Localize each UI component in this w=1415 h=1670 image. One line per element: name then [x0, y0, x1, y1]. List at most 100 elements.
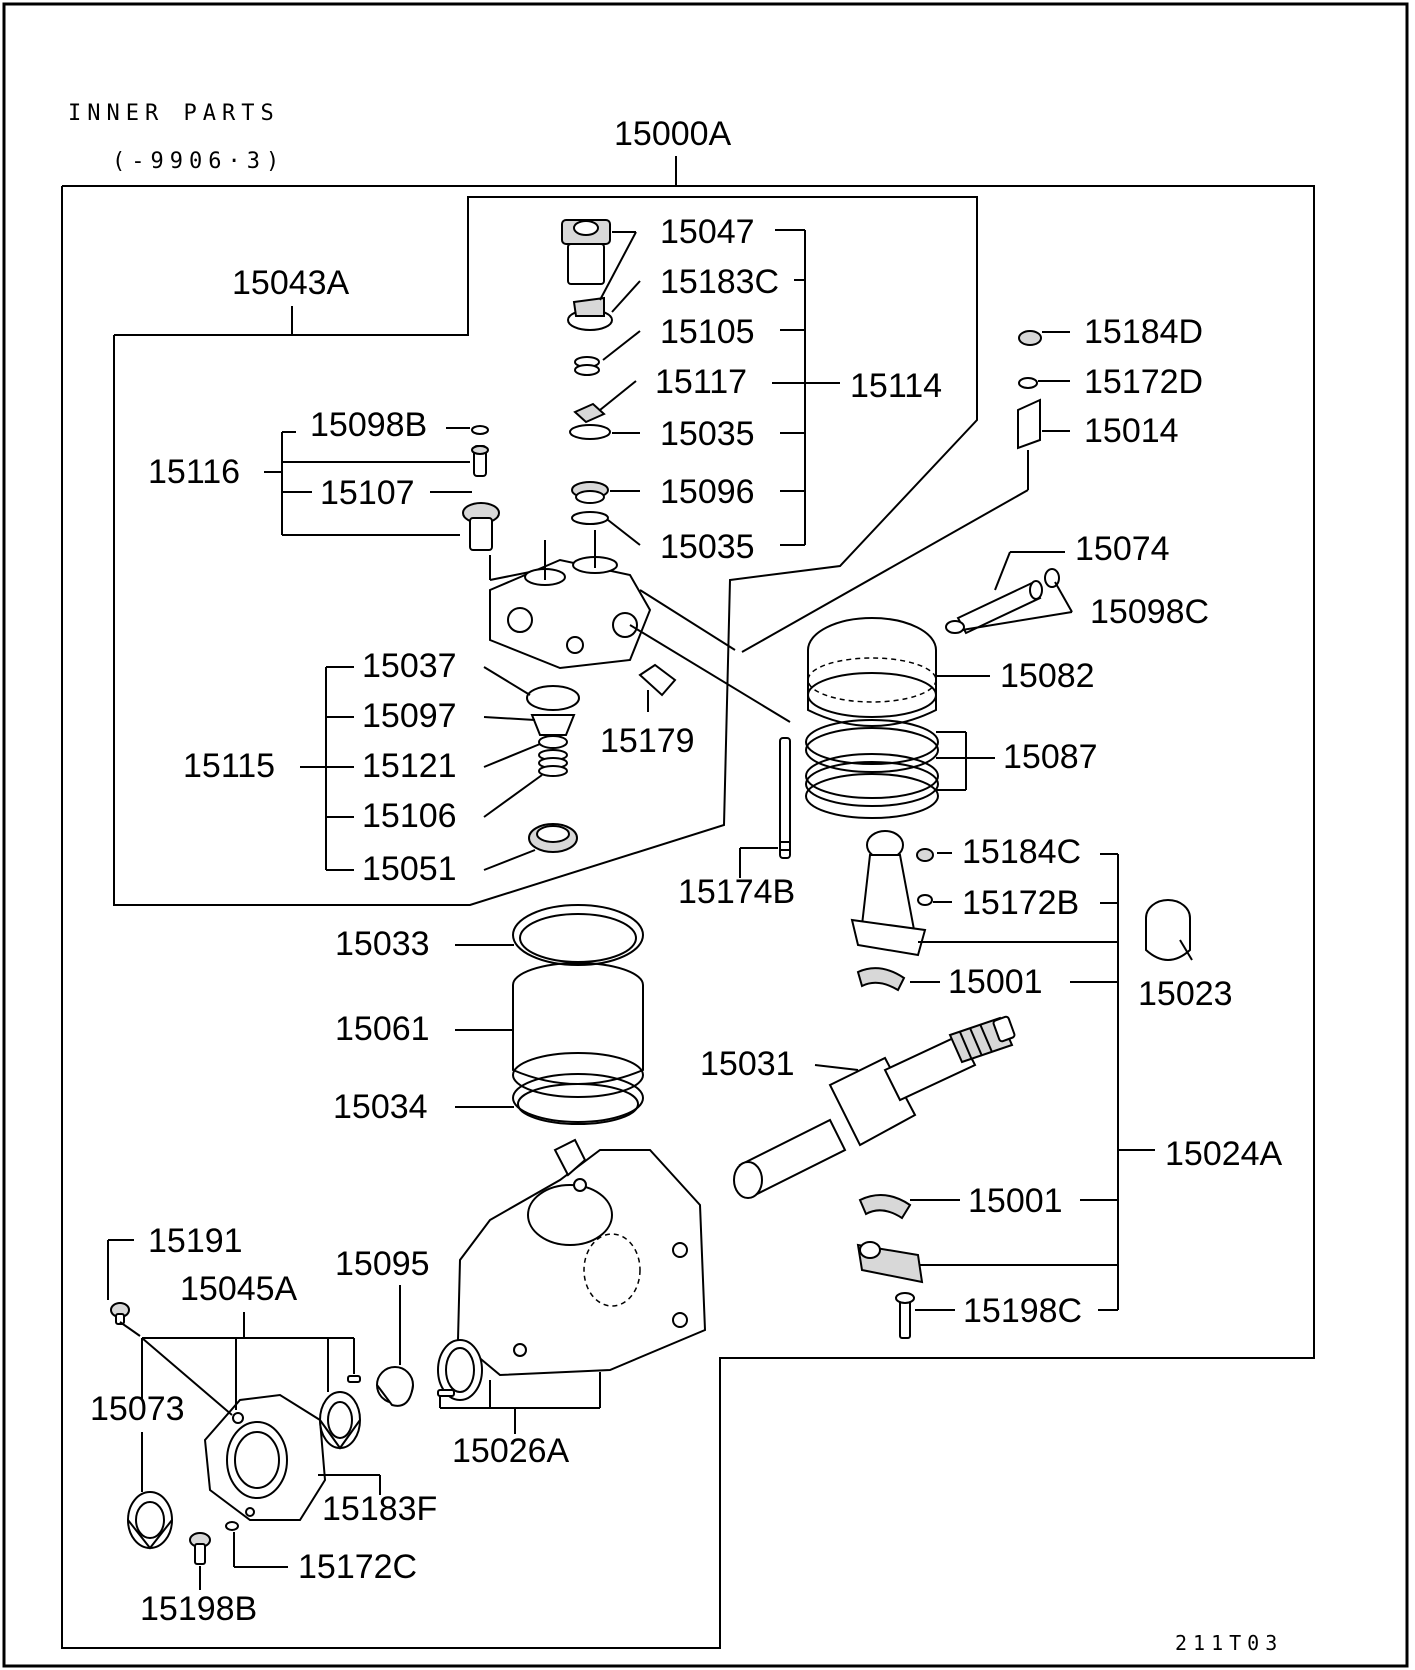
label-15098B: 15098B	[310, 406, 427, 444]
part-15001-lower	[858, 1194, 912, 1220]
part-15172C	[225, 1521, 239, 1531]
leader-15031	[814, 1064, 859, 1071]
label-15034: 15034	[333, 1088, 428, 1126]
part-15033	[512, 904, 644, 966]
label-15174B: 15174B	[678, 873, 795, 911]
label-15183C: 15183C	[660, 263, 779, 301]
label-15001-lower: 15001	[968, 1182, 1063, 1220]
part-15097	[530, 714, 576, 736]
part-15096	[571, 481, 609, 504]
part-15035-lower	[571, 511, 609, 525]
label-15023: 15023	[1138, 975, 1233, 1013]
leaders-15116	[264, 427, 541, 581]
assembly-15000A-outline	[61, 185, 1315, 1649]
drawing-code: 211T03	[1175, 1631, 1283, 1655]
label-15061: 15061	[335, 1010, 430, 1048]
label-15026A: 15026A	[452, 1432, 570, 1470]
label-15095: 15095	[335, 1245, 430, 1283]
label-15183F: 15183F	[322, 1490, 437, 1528]
part-15191	[110, 1302, 130, 1325]
part-15087	[805, 719, 939, 819]
part-15095	[376, 1366, 414, 1407]
part-15184D	[1018, 330, 1042, 346]
label-15198C: 15198C	[963, 1292, 1082, 1330]
label-15033: 15033	[335, 925, 430, 963]
part-15172B	[917, 894, 933, 906]
part-15047	[561, 219, 611, 285]
part-15014	[1017, 398, 1041, 450]
label-15014: 15014	[1084, 412, 1179, 450]
part-valve-body	[489, 530, 652, 670]
label-15035-upper: 15035	[660, 415, 755, 453]
leaders-top-stack	[599, 229, 840, 546]
label-15184C: 15184C	[962, 833, 1081, 871]
part-15034	[512, 1073, 644, 1125]
leaders-right-upper	[741, 331, 1070, 653]
label-15107: 15107	[320, 474, 415, 512]
alignment-lines	[629, 589, 791, 723]
label-15105: 15105	[660, 313, 755, 351]
label-15179: 15179	[600, 722, 695, 760]
part-15198C	[895, 1292, 915, 1339]
label-15045A: 15045A	[180, 1270, 298, 1308]
header-title: INNER PARTS	[68, 101, 280, 126]
label-15114: 15114	[850, 367, 942, 405]
part-15183F	[319, 1391, 361, 1450]
label-15172B: 15172B	[962, 884, 1079, 922]
label-15001-upper: 15001	[948, 963, 1043, 1001]
label-15051: 15051	[362, 850, 457, 888]
part-15045A-pin	[347, 1375, 361, 1383]
part-15121	[538, 735, 568, 749]
leaders-15115	[300, 666, 649, 871]
part-15061	[512, 962, 644, 1098]
assembly-label: 15000A	[614, 115, 732, 153]
header-subtitle: (-9906·3)	[112, 149, 285, 174]
part-15001-upper	[856, 967, 906, 992]
label-15082: 15082	[1000, 657, 1095, 695]
leader-15191	[107, 1239, 134, 1300]
part-15107	[471, 445, 489, 477]
part-15174B	[779, 737, 791, 859]
label-15096: 15096	[660, 473, 755, 511]
part-15082	[807, 617, 937, 727]
part-15073	[127, 1491, 173, 1550]
label-15106: 15106	[362, 797, 457, 835]
part-15117	[573, 402, 606, 424]
label-15191: 15191	[148, 1222, 243, 1260]
part-15116-body	[462, 502, 500, 551]
label-15035-lower: 15035	[660, 528, 755, 566]
leaders-15026A	[439, 1372, 601, 1434]
subassembly-15043A-outline	[113, 196, 978, 906]
part-crankcase	[437, 1138, 707, 1401]
part-15074	[956, 580, 1043, 635]
label-15087: 15087	[1003, 738, 1098, 776]
leaders-piston	[936, 675, 995, 791]
label-15172D: 15172D	[1084, 363, 1203, 401]
label-15116: 15116	[148, 453, 240, 491]
leaders-15074	[961, 551, 1073, 631]
part-15023	[1145, 899, 1191, 961]
label-15024A: 15024A	[1165, 1135, 1283, 1173]
label-15031: 15031	[700, 1045, 795, 1083]
part-15037	[526, 685, 580, 711]
part-rod-cap	[856, 1241, 924, 1284]
label-15115: 15115	[183, 747, 275, 785]
part-15179	[638, 663, 677, 697]
leaders-cylinder	[455, 944, 514, 1108]
label-15098C: 15098C	[1090, 593, 1209, 631]
part-15183C	[567, 296, 613, 331]
part-15198B	[189, 1532, 211, 1565]
label-15037: 15037	[362, 647, 457, 685]
part-15031	[733, 1015, 1016, 1199]
label-15172C: 15172C	[298, 1548, 417, 1586]
part-15105	[574, 356, 600, 376]
label-15073: 15073	[90, 1390, 185, 1428]
label-15047: 15047	[660, 213, 755, 251]
part-15098B	[471, 425, 489, 435]
leaders-15024A	[910, 852, 1193, 1311]
label-15097: 15097	[362, 697, 457, 735]
label-15121: 15121	[362, 747, 457, 785]
label-15117: 15117	[655, 363, 747, 401]
part-15051	[528, 823, 578, 853]
